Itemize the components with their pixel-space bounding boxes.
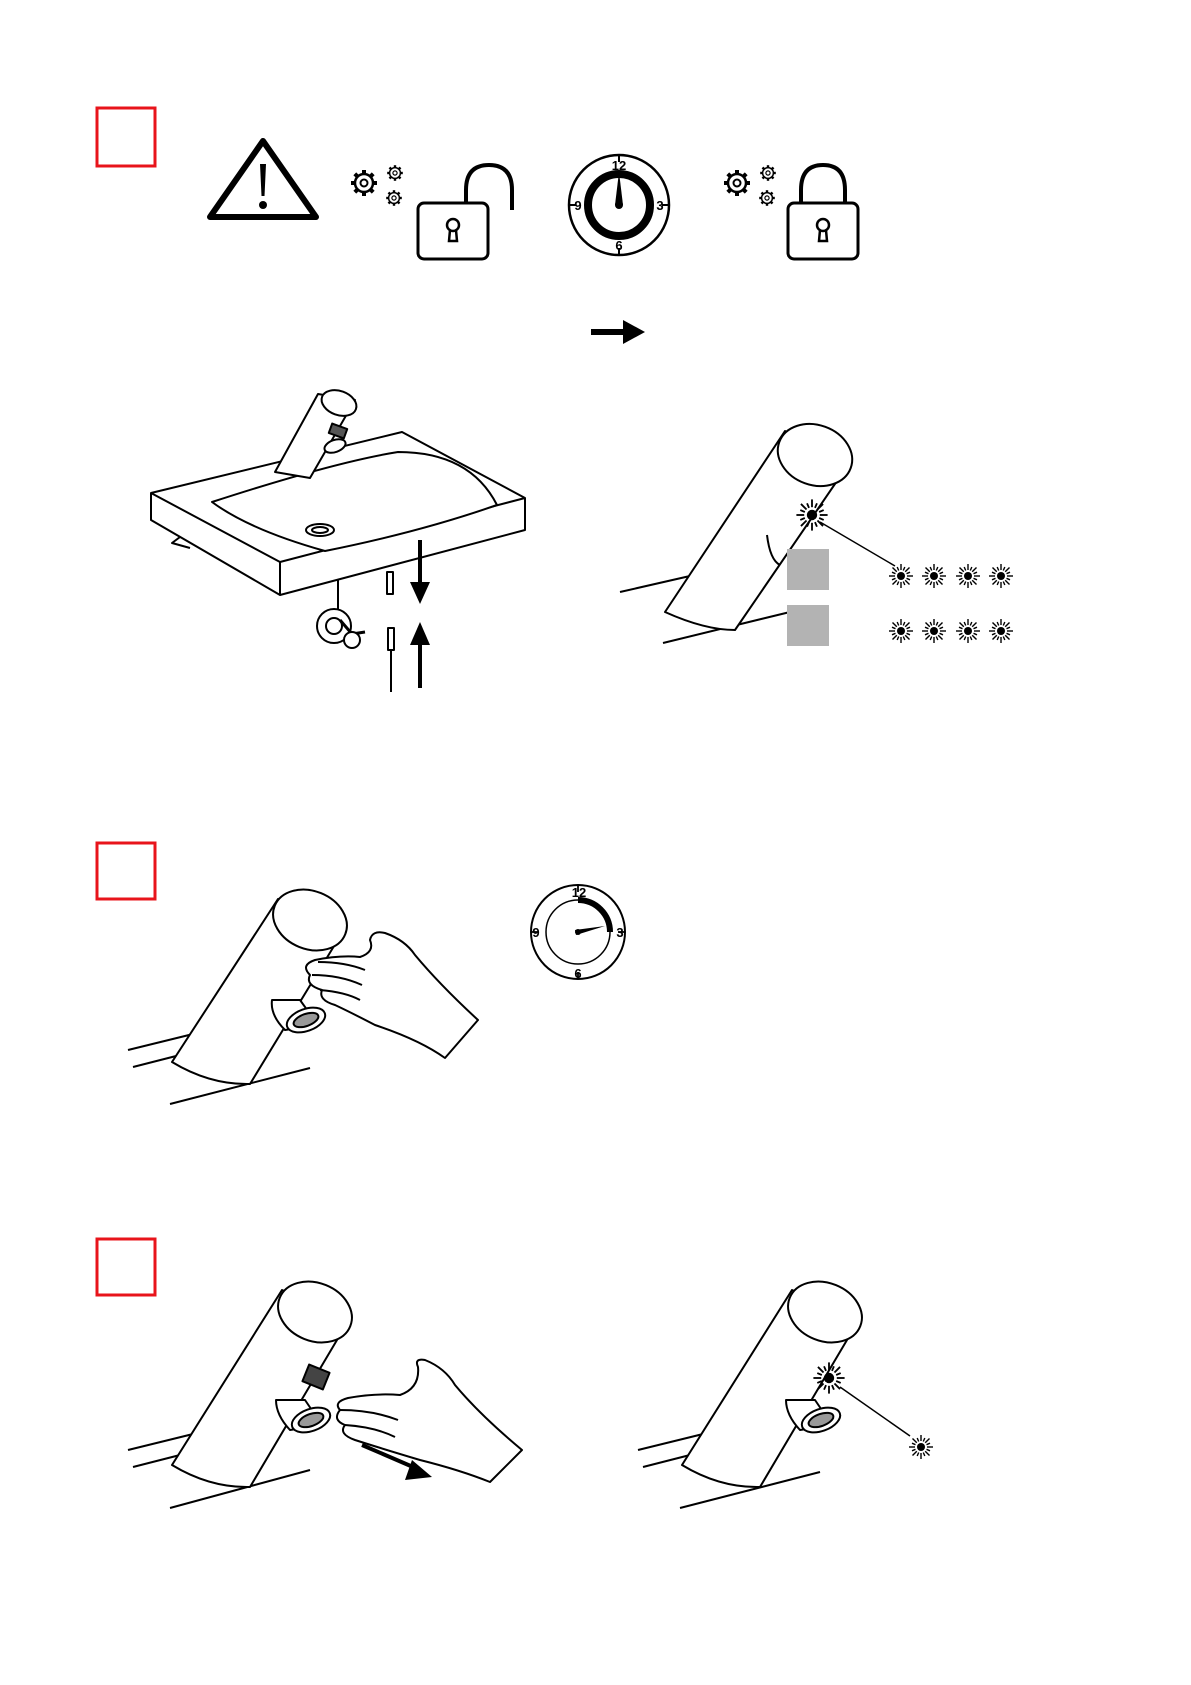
clock-number-9: 9 bbox=[574, 198, 581, 213]
arrow-up-icon bbox=[410, 622, 430, 688]
clock-icon: 12 3 6 9 bbox=[569, 155, 669, 255]
locked-padlock-icon bbox=[788, 165, 858, 259]
indicator-box-2 bbox=[787, 605, 829, 646]
blink-row-2 bbox=[889, 619, 1013, 643]
gears-icon bbox=[724, 165, 776, 206]
blink-icon bbox=[956, 564, 980, 588]
clock-number-12: 12 bbox=[572, 885, 586, 900]
faucet-illustration bbox=[128, 1271, 361, 1508]
clock-number-3: 3 bbox=[616, 925, 623, 940]
arrow-right-icon bbox=[591, 320, 645, 344]
blink-icon bbox=[989, 619, 1013, 643]
indicator-box-1 bbox=[787, 549, 829, 590]
clock-number-12: 12 bbox=[612, 158, 626, 173]
clock-icon: 12 3 6 9 bbox=[531, 885, 625, 981]
blink-icon bbox=[889, 619, 913, 643]
clock-number-6: 6 bbox=[615, 238, 622, 253]
faucet-illustration bbox=[638, 1271, 871, 1508]
clock-number-3: 3 bbox=[656, 198, 663, 213]
blink-icon bbox=[956, 619, 980, 643]
clock-number-9: 9 bbox=[532, 925, 539, 940]
warning-icon bbox=[210, 141, 316, 217]
blink-icon bbox=[989, 564, 1013, 588]
hand-illustration bbox=[337, 1360, 522, 1482]
blink-icon bbox=[922, 619, 946, 643]
clock-number-6: 6 bbox=[574, 966, 581, 981]
step-1-marker bbox=[97, 108, 155, 166]
blink-row-1 bbox=[889, 564, 1013, 588]
gears-icon bbox=[351, 165, 403, 206]
step-2-marker bbox=[97, 843, 155, 899]
blink-icon bbox=[922, 564, 946, 588]
sink-illustration bbox=[151, 386, 525, 692]
blink-icon bbox=[889, 564, 913, 588]
unlocked-padlock-icon bbox=[418, 165, 512, 259]
step-3-marker bbox=[97, 1239, 155, 1295]
